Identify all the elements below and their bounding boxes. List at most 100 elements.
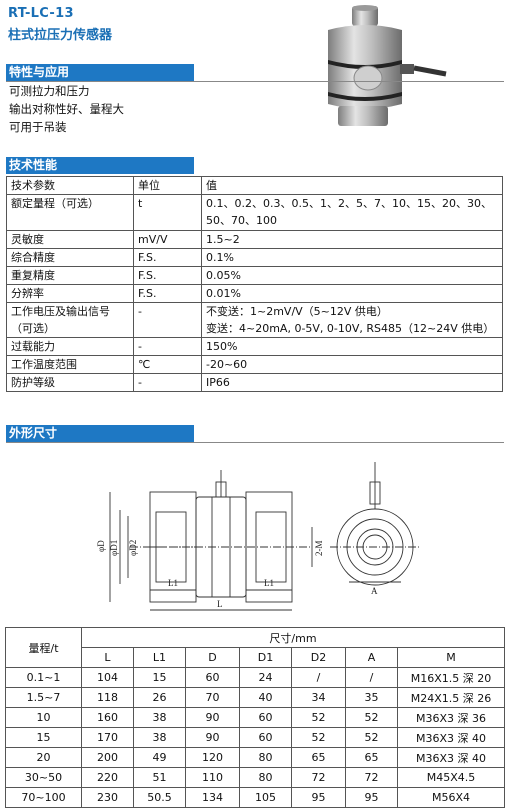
feature-item: 可用于吊装 <box>9 120 67 134</box>
table-cell: 49 <box>133 747 186 768</box>
dim-label: φD1 <box>109 540 119 556</box>
table-row: 工作电压及输出信号（可选） - 不变送：1~2mV/V（5~12V 供电） 变送… <box>6 302 503 338</box>
table-cell: / <box>291 667 346 688</box>
spec-unit: - <box>133 302 202 338</box>
spec-value: 不变送：1~2mV/V（5~12V 供电） 变送：4~20mA, 0-5V, 0… <box>201 302 503 338</box>
spec-param: 工作温度范围 <box>6 355 134 374</box>
table-row: 分辨率 F.S. 0.01% <box>6 284 503 303</box>
specs-section-header: 技术性能 <box>6 157 194 174</box>
table-cell: 72 <box>345 767 398 788</box>
table-cell: 200 <box>81 747 134 768</box>
table-row: 过载能力 - 150% <box>6 337 503 356</box>
spec-value-line: 变送：4~20mA, 0-5V, 0-10V, RS485（12~24V 供电） <box>206 322 495 335</box>
table-row: 工作温度范围 ℃ -20~60 <box>6 355 503 374</box>
spec-value-line: 不变送：1~2mV/V（5~12V 供电） <box>206 305 388 318</box>
table-cell: 120 <box>185 747 240 768</box>
spec-value: -20~60 <box>201 355 503 374</box>
table-cell: 60 <box>239 707 292 728</box>
spec-param: 工作电压及输出信号（可选） <box>6 302 134 338</box>
table-cell: 80 <box>239 767 292 788</box>
table-cell: 110 <box>185 767 240 788</box>
table-cell: 50.5 <box>133 787 186 808</box>
table-row: L L1 D D1 D2 A M <box>6 647 505 668</box>
spec-unit: F.S. <box>133 266 202 285</box>
table-row: 综合精度 F.S. 0.1% <box>6 248 503 267</box>
size-header: 尺寸/mm <box>81 627 505 648</box>
spec-param: 综合精度 <box>6 248 134 267</box>
table-header-cell: 技术参数 <box>6 176 134 195</box>
table-cell: M16X1.5 深 20 <box>397 667 505 688</box>
spec-value: 0.01% <box>201 284 503 303</box>
table-cell: 160 <box>81 707 134 728</box>
table-cell: 60 <box>239 727 292 748</box>
column-header: D <box>185 647 240 668</box>
spec-value: 1.5~2 <box>201 230 503 249</box>
dim-label: L <box>217 599 223 609</box>
table-cell: 24 <box>239 667 292 688</box>
table-cell: 104 <box>81 667 134 688</box>
spec-unit: - <box>133 373 202 392</box>
spec-unit: t <box>133 194 202 231</box>
table-cell: 34 <box>291 687 346 708</box>
section-divider <box>6 442 504 443</box>
table-cell: 70 <box>185 687 240 708</box>
table-cell: 51 <box>133 767 186 788</box>
range-cell: 1.5~7 <box>5 687 82 708</box>
spec-param: 额定量程（可选） <box>6 194 134 231</box>
table-row: 防护等级 - IP66 <box>6 373 503 392</box>
table-cell: 105 <box>239 787 292 808</box>
table-cell: 118 <box>81 687 134 708</box>
column-header: D1 <box>239 647 292 668</box>
table-cell: 90 <box>185 727 240 748</box>
dim-label: A <box>371 586 378 596</box>
table-cell: 170 <box>81 727 134 748</box>
table-cell: 134 <box>185 787 240 808</box>
feature-item: 输出对称性好、量程大 <box>9 102 124 116</box>
table-cell: M36X3 深 40 <box>397 727 505 748</box>
feature-item: 可测拉力和压力 <box>9 84 90 98</box>
table-cell: 95 <box>345 787 398 808</box>
range-cell: 15 <box>5 727 82 748</box>
column-header: D2 <box>291 647 346 668</box>
table-cell: 80 <box>239 747 292 768</box>
table-cell: 220 <box>81 767 134 788</box>
range-cell: 20 <box>5 747 82 768</box>
table-cell: 52 <box>345 727 398 748</box>
spec-param: 分辨率 <box>6 284 134 303</box>
table-row: 额定量程（可选） t 0.1、0.2、0.3、0.5、1、2、5、7、10、15… <box>6 194 503 231</box>
spec-param: 过载能力 <box>6 337 134 356</box>
table-cell: 90 <box>185 707 240 728</box>
table-cell: 38 <box>133 707 186 728</box>
table-cell: 65 <box>291 747 346 768</box>
features-section-header: 特性与应用 <box>6 64 194 81</box>
range-cell: 0.1~1 <box>5 667 82 688</box>
spec-unit: F.S. <box>133 284 202 303</box>
table-cell: / <box>345 667 398 688</box>
table-cell: 72 <box>291 767 346 788</box>
dim-label: φD2 <box>128 540 138 556</box>
table-cell: M56X4 <box>397 787 505 808</box>
spec-unit: - <box>133 337 202 356</box>
table-cell: M24X1.5 深 26 <box>397 687 505 708</box>
column-header: M <box>397 647 505 668</box>
table-cell: 38 <box>133 727 186 748</box>
table-header-cell: 值 <box>201 176 503 195</box>
spec-table: 技术参数 单位 值 额定量程（可选） t 0.1、0.2、0.3、0.5、1、2… <box>6 176 503 392</box>
spec-unit: ℃ <box>133 355 202 374</box>
dim-label: φD <box>96 540 106 552</box>
table-row: 量程/t 尺寸/mm <box>5 627 505 668</box>
dim-label: L1 <box>264 578 274 588</box>
table-header-cell: 单位 <box>133 176 202 195</box>
table-cell: 95 <box>291 787 346 808</box>
spec-param: 防护等级 <box>6 373 134 392</box>
features-title: 特性与应用 <box>9 65 70 79</box>
table-cell: M36X3 深 36 <box>397 707 505 728</box>
range-cell: 70~100 <box>5 787 82 808</box>
